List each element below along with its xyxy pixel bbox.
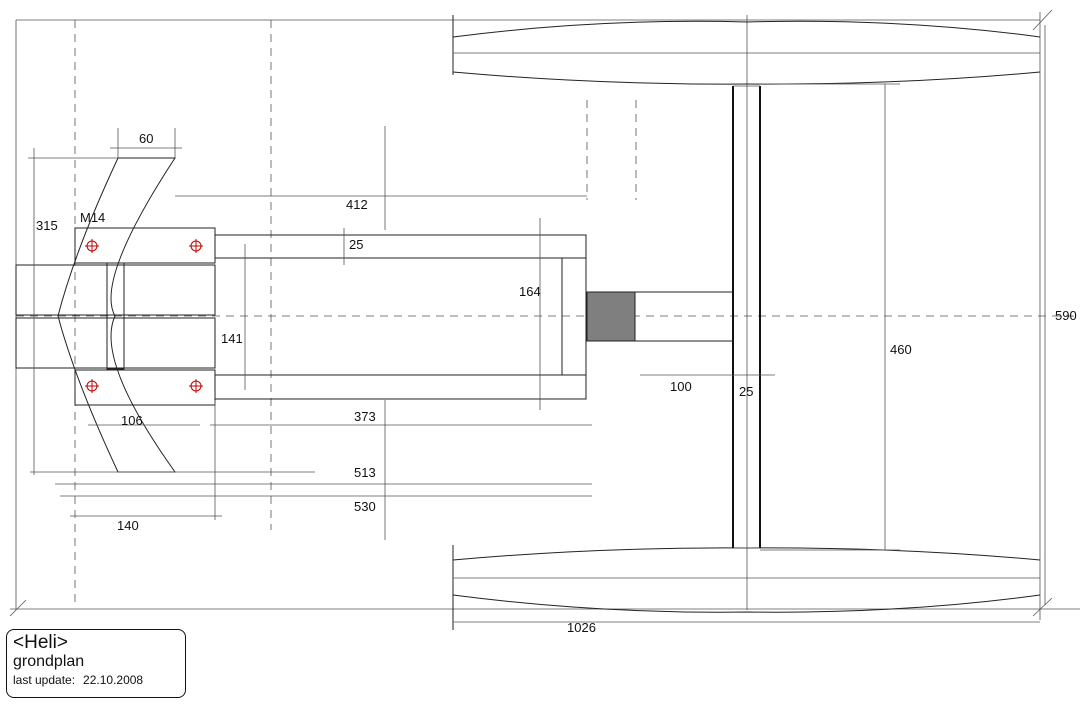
dimension-lines — [28, 25, 1046, 623]
title-block: <Heli> grondplan last update: 22.10.2008 — [6, 629, 186, 698]
dim-460: 460 — [890, 342, 912, 357]
last-update-label: last update: — [13, 673, 76, 687]
last-update-date: 22.10.2008 — [83, 673, 144, 687]
last-update: last update: 22.10.2008 — [13, 671, 179, 689]
dim-530: 530 — [354, 499, 376, 514]
dim-590: 590 — [1055, 308, 1077, 323]
dim-412: 412 — [346, 197, 368, 212]
dim-25-upper: 25 — [349, 237, 363, 252]
boom — [586, 291, 733, 342]
bolt-holes — [85, 239, 203, 393]
gearbox-block — [586, 291, 636, 342]
dim-140: 140 — [117, 518, 139, 533]
sheet-name: grondplan — [13, 653, 85, 670]
dim-315: 315 — [36, 218, 58, 233]
dimension-labels: 60 315 M14 412 25 164 141 106 373 513 53… — [36, 131, 1077, 635]
dim-373: 373 — [354, 409, 376, 424]
project-title: <Heli> — [13, 632, 68, 653]
frame-rails — [15, 227, 587, 406]
frame-lines — [9, 9, 1080, 620]
dim-106: 106 — [121, 413, 143, 428]
dim-1026: 1026 — [567, 620, 596, 635]
dim-141: 141 — [221, 331, 243, 346]
center-lines — [16, 15, 1075, 610]
main-shaft — [732, 85, 761, 549]
dim-60: 60 — [139, 131, 153, 146]
dim-513: 513 — [354, 465, 376, 480]
rotor-blade-top — [452, 15, 1041, 85]
rotor-blade-bottom — [452, 545, 1041, 630]
dim-m14: M14 — [80, 210, 105, 225]
dim-25-lower: 25 — [739, 384, 753, 399]
dim-100: 100 — [670, 379, 692, 394]
dim-164: 164 — [519, 284, 541, 299]
